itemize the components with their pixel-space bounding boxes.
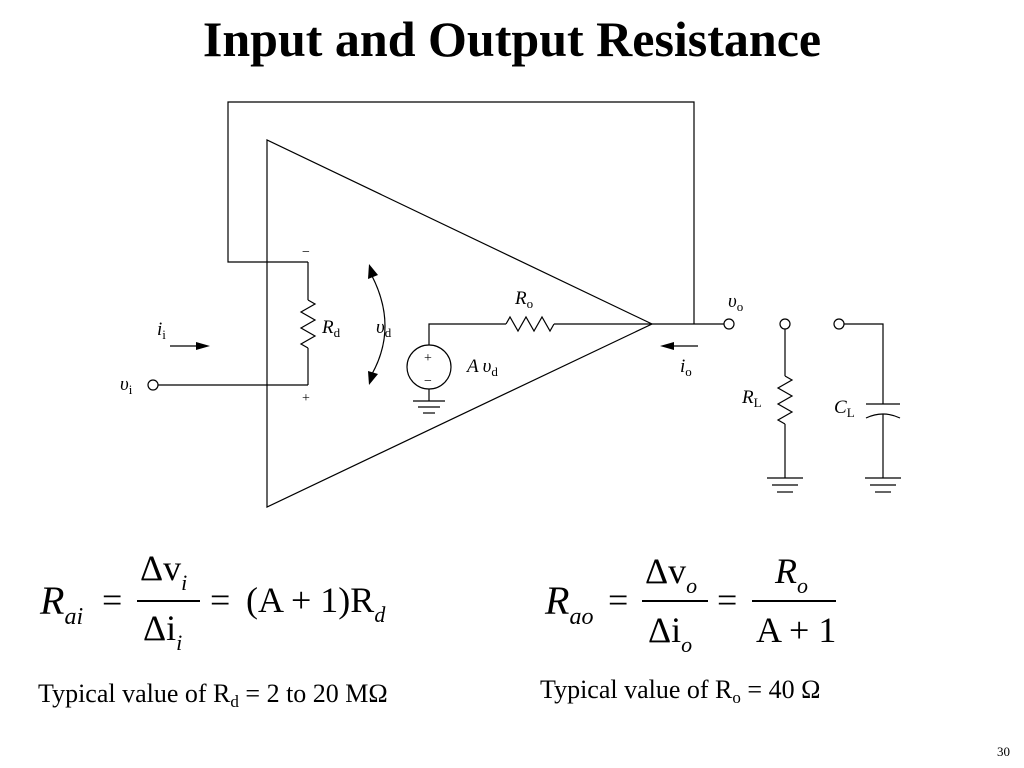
vd-arrowhead-bottom [368,371,378,385]
cl-wire-top [844,323,884,404]
page-title: Input and Output Resistance [202,11,822,67]
ro-label: Ro [514,288,533,311]
op-amp-triangle [266,139,654,508]
eq-right-denominator-2: A + 1 [756,610,836,650]
cl-label: CL [834,397,855,420]
vd-arrowhead-top [368,264,378,279]
output-voltage-label: υo [728,291,743,314]
rd-caption-text: Typical value of R [38,679,231,708]
output-current-label: io [680,356,692,379]
rd-label: Rd [321,317,341,340]
page-number: 30 [997,744,1010,759]
source-plus-sign: + [424,351,432,366]
input-current-label: ii [157,319,166,342]
ro-typical-value-caption: Typical value of Ro = 40 Ω [540,675,821,707]
rd-resistor [299,299,317,349]
eq-right-equals-1: = [608,580,628,620]
output-terminal [723,318,735,330]
ro-caption-text: Typical value of R [540,675,733,704]
input-voltage-label: υi [120,374,133,397]
cl-terminal [833,318,845,330]
ro-caption-subscript: o [732,688,741,707]
vd-label: υd [376,317,392,340]
ro-caption-value: = 40 Ω [740,675,821,704]
input-resistance-equation: Rai = Δvi Δii = (A + 1)Rd [39,548,386,655]
rl-label: RL [741,387,762,410]
ro-resistor [505,315,555,333]
eq-left-denominator: Δii [143,608,182,655]
eq-left-equals-2: = [210,580,230,620]
eq-left-numerator: Δvi [140,548,187,595]
output-resistance-equation: Rao = Δvo Δio = Ro A + 1 [544,551,836,657]
input-terminal [147,379,159,391]
output-current-arrowhead [660,342,674,350]
rd-typical-value-caption: Typical value of Rd = 2 to 20 MΩ [38,679,388,711]
eq-left-equals-1: = [102,580,122,620]
eq-right-numerator: Δvo [645,551,697,598]
rd-caption-value: = 2 to 20 MΩ [238,679,388,708]
vd-curved-arrow [371,275,386,375]
rl-terminal [779,318,791,330]
feedback-wire [227,101,695,324]
noninverting-input-sign: + [302,391,310,406]
eq-right-numerator-2: Ro [774,551,808,598]
eq-left-lhs: Rai [39,578,83,630]
eq-right-lhs: Rao [544,578,593,630]
eq-right-equals-2: = [717,580,737,620]
inverting-input-sign: − [302,245,310,260]
rd-caption-subscript: d [230,692,239,711]
source-minus-sign: − [424,374,432,389]
source-wire [428,323,506,345]
input-current-arrowhead [196,342,210,350]
eq-left-rhs: (A + 1)Rd [246,580,386,627]
eq-right-denominator: Δio [648,610,692,657]
rl-resistor [776,375,794,425]
